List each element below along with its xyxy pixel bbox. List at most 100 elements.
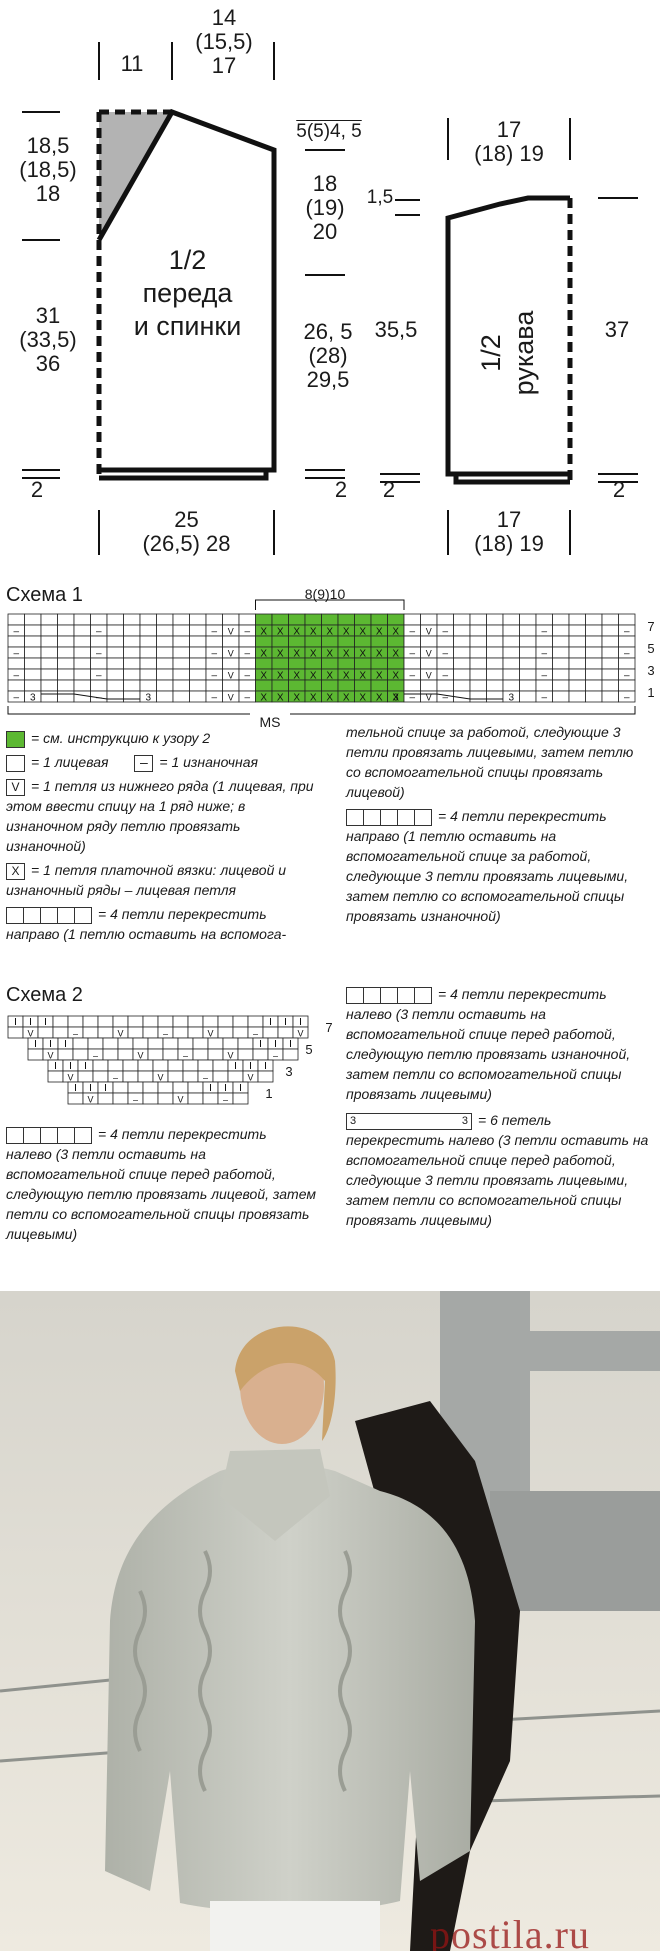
x-symbol: X [343,693,350,704]
chart2-cell [157,1015,174,1028]
v-symbol: V [426,693,432,703]
purl-symbol: – [13,649,19,660]
v-symbol: V [426,649,432,659]
dim-shoulder-slope: 5(5)4, 5 [296,121,362,142]
chart2-symbol: – [93,1051,98,1061]
chart2-cell [92,1070,109,1083]
chart2-cell [67,1015,84,1028]
purl-symbol: – [409,649,415,660]
chart2-cell [122,1059,139,1072]
chart2-cell [157,1081,174,1094]
ms-bracket [7,706,636,715]
purl-symbol: – [624,627,630,638]
chart2-cell [292,1026,309,1039]
chart2-cell [72,1037,89,1050]
purl-symbol: – [541,627,547,638]
scheme1-ms-label: MS [250,710,290,734]
chart2-symbol: – [113,1073,118,1083]
chart2-symbol: – [163,1029,168,1039]
x-symbol: X [326,693,333,704]
chart2-cell [142,1081,159,1094]
purl-symbol: – [624,671,630,682]
cable-left-purl-icon [346,986,432,1004]
x-symbol: X [376,627,383,638]
chart2-cell [117,1048,134,1061]
chart2-cell [177,1037,194,1050]
cable-line [404,693,503,700]
chart2-cell [147,1048,164,1061]
x-symbol: X [359,627,366,638]
scheme2-row-1: 1 [265,1086,273,1101]
chart2-symbol: – [133,1095,138,1105]
chart2-cell [167,1070,184,1083]
x-symbol: X [293,649,300,660]
body-outline [96,108,277,473]
chart2-symbol: – [273,1051,278,1061]
scheme1-title: Схема 1 [6,584,83,606]
repeat-bracket [255,599,405,610]
chart2-cell [137,1070,154,1083]
white-trousers [210,1901,380,1951]
chart2-symbol: V [27,1029,33,1039]
purl-symbol: – [244,649,250,660]
chart2-cell [47,1070,64,1083]
chart2-cell [192,1048,209,1061]
scheme2-title: Схема 2 [6,984,83,1006]
x-symbol: X [310,693,317,704]
x-symbol: X [359,693,366,704]
chart2-cell [117,1037,134,1050]
chart2-cell [277,1026,294,1039]
body-title: 1/2 переда и спинки [133,245,242,341]
chart2-cell [197,1059,214,1072]
cable-pattern [133,1550,352,1792]
v-symbol: V [228,671,234,681]
chart2-cell [192,1037,209,1050]
chart2-symbol: V [47,1051,53,1061]
chart2-cell [182,1070,199,1083]
chart2-cell [212,1059,229,1072]
sleeve-hem-right: 2 [612,477,626,502]
legend1-left: = см. инструкцию к узору 2 = 1 лицевая –… [6,728,321,944]
purl-symbol: – [244,693,250,704]
x-symbol: X [277,627,284,638]
purl-cell-icon: – [134,754,154,772]
chart2-cell [142,1026,159,1039]
purl-symbol: – [211,649,217,660]
purl-symbol: – [442,627,448,638]
cable-line [41,693,140,700]
chart2-cell [52,1026,69,1039]
x-symbol: X [343,671,350,682]
green-cell-icon [6,730,25,748]
purl-symbol: – [211,671,217,682]
chart2-cell [202,1092,219,1105]
chart2-cell [142,1015,159,1028]
chart2-cell [232,1092,249,1105]
v-symbol: V [228,627,234,637]
legend-knit-item: = 1 лицевая –= 1 изнаночная [6,752,321,772]
chart2-symbol: V [177,1095,183,1105]
sleeve-right-length: 37 [604,317,630,342]
cable-number: 3 [508,693,514,704]
dim-hem-left: 2 [30,477,44,502]
chart2-symbol: – [203,1073,208,1083]
chart2-cell [82,1015,99,1028]
dim-neck-depth: 18,5 (18,5) 18 [19,133,77,206]
chart2-cell [67,1092,84,1105]
x-symbol: X [277,649,284,660]
chart2-cell [237,1048,254,1061]
chart2-cell [82,1026,99,1039]
chart2-cell [127,1026,144,1039]
chart2-cell [232,1015,249,1028]
cable-number: 3 [30,693,36,704]
chart2-cell [222,1037,239,1050]
x-symbol: X [310,627,317,638]
scheme1-row-5: 5 [647,641,655,656]
chart2-cell [122,1070,139,1083]
dim-armhole: 18 (19) 20 [305,171,345,244]
chart2-cell [127,1015,144,1028]
scheme2-row-5: 5 [305,1042,313,1057]
purl-symbol: – [13,693,19,704]
